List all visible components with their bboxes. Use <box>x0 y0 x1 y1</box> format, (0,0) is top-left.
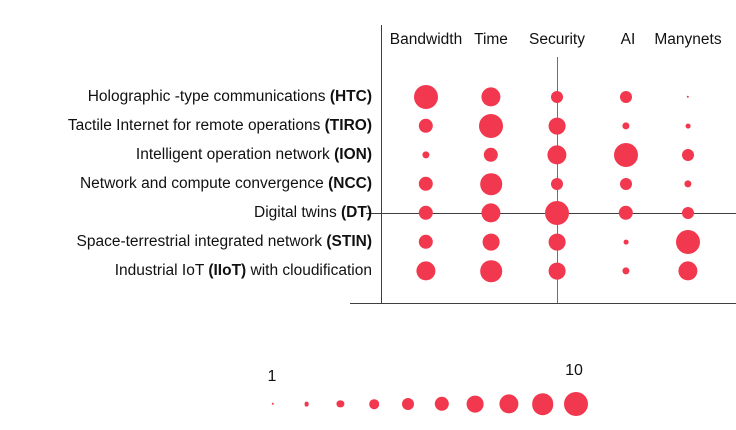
bubble-htc-manynets <box>686 95 690 99</box>
bubble-htc-ai <box>620 91 632 103</box>
legend-bubble-5 <box>401 398 414 410</box>
bubble-dt-bandwidth <box>418 205 434 221</box>
bubble-ncc-ai <box>620 178 632 190</box>
bubble-iiot-time <box>480 260 502 282</box>
row-label-ncc: Network and compute convergence (NCC) <box>79 175 372 192</box>
row-label-ion: Intelligent operation network (ION) <box>135 146 372 163</box>
bubble-ion-bandwidth <box>422 151 430 159</box>
bubble-htc-security <box>551 91 563 103</box>
bubble-dt-manynets <box>682 207 694 219</box>
legend-bubble-7 <box>466 395 484 413</box>
legend-bubble-10 <box>564 392 589 416</box>
bubble-ion-time <box>483 147 499 163</box>
row-label-stin: Space-terrestrial integrated network (ST… <box>76 233 372 250</box>
bubble-ion-ai <box>614 143 638 167</box>
bubble-tiro-manynets <box>685 123 691 129</box>
row-label-dt: Digital twins (DT) <box>254 204 372 221</box>
bubble-htc-time <box>481 87 501 107</box>
row-label-htc: Holographic -type communications (HTC) <box>87 88 372 105</box>
row-label-tiro: Tactile Internet for remote operations (… <box>67 117 372 134</box>
bubble-iiot-manynets <box>678 261 698 281</box>
bubble-stin-ai <box>623 239 629 245</box>
bubble-tiro-security <box>548 117 566 135</box>
legend-bubble-3 <box>336 400 344 408</box>
bubble-ncc-security <box>551 178 563 190</box>
y-axis-line <box>381 25 382 303</box>
bubble-tiro-time <box>479 114 503 138</box>
column-header-ai: AI <box>620 31 636 48</box>
bubble-ncc-manynets <box>684 180 692 188</box>
bubble-stin-manynets <box>676 230 700 254</box>
bubble-dt-security <box>545 201 569 225</box>
column-header-security: Security <box>529 31 585 48</box>
bubble-iiot-ai <box>622 267 630 275</box>
x-axis-line <box>350 303 736 304</box>
column-header-time: Time <box>474 31 508 48</box>
legend-bubble-9 <box>531 393 554 415</box>
bubble-dt-time <box>481 203 501 223</box>
bubble-dt-ai <box>618 205 634 221</box>
legend-bubble-1 <box>271 402 275 406</box>
legend-bubble-8 <box>499 394 519 414</box>
legend-min-label: 1 <box>267 368 277 385</box>
bubble-iiot-security <box>548 262 566 280</box>
bubble-tiro-bandwidth <box>418 118 434 134</box>
bubble-stin-bandwidth <box>418 234 434 250</box>
column-header-manynets: Manynets <box>654 31 722 48</box>
bubble-ion-security <box>547 145 567 165</box>
legend-bubble-2 <box>304 401 310 407</box>
column-header-bandwidth: Bandwidth <box>389 31 463 48</box>
legend-bubble-4 <box>369 399 379 409</box>
legend-bubble-6 <box>434 396 449 412</box>
bubble-stin-security <box>548 233 566 251</box>
bubble-tiro-ai <box>622 122 630 130</box>
bubble-stin-time <box>482 233 500 251</box>
bubble-ion-manynets <box>682 149 694 161</box>
bubble-htc-bandwidth <box>414 85 438 109</box>
bubble-ncc-time <box>480 173 502 195</box>
row-label-iiot: Industrial IoT (IIoT) with cloudificatio… <box>114 262 372 279</box>
legend-max-label: 10 <box>565 362 583 379</box>
bubble-iiot-bandwidth <box>416 261 436 281</box>
bubble-ncc-bandwidth <box>418 176 434 192</box>
